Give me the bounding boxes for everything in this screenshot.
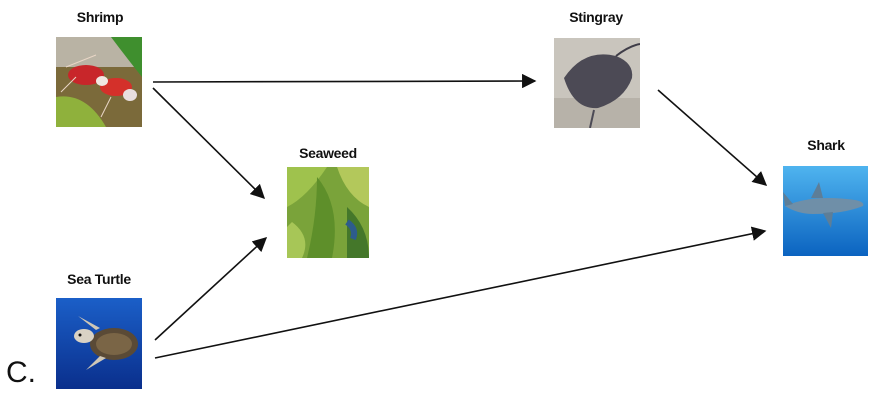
stingray-icon (554, 38, 640, 128)
arrow-sea-turtle-to-shark (155, 231, 765, 358)
node-label-stingray: Stingray (536, 9, 656, 25)
arrow-shrimp-to-seaweed (153, 88, 264, 198)
shark-icon (783, 166, 868, 256)
option-letter: C. (6, 356, 36, 390)
node-label-shrimp: Shrimp (40, 9, 160, 25)
node-label-shark: Shark (766, 137, 870, 153)
shrimp-icon (56, 37, 142, 127)
node-label-seaweed: Seaweed (268, 145, 388, 161)
arrow-shrimp-to-stingray (153, 81, 535, 82)
arrow-sea-turtle-to-seaweed (155, 238, 266, 340)
sea-turtle-icon (56, 298, 142, 389)
node-label-sea-turtle: Sea Turtle (39, 271, 159, 287)
arrow-stingray-to-shark (658, 90, 766, 185)
seaweed-icon (287, 167, 369, 258)
